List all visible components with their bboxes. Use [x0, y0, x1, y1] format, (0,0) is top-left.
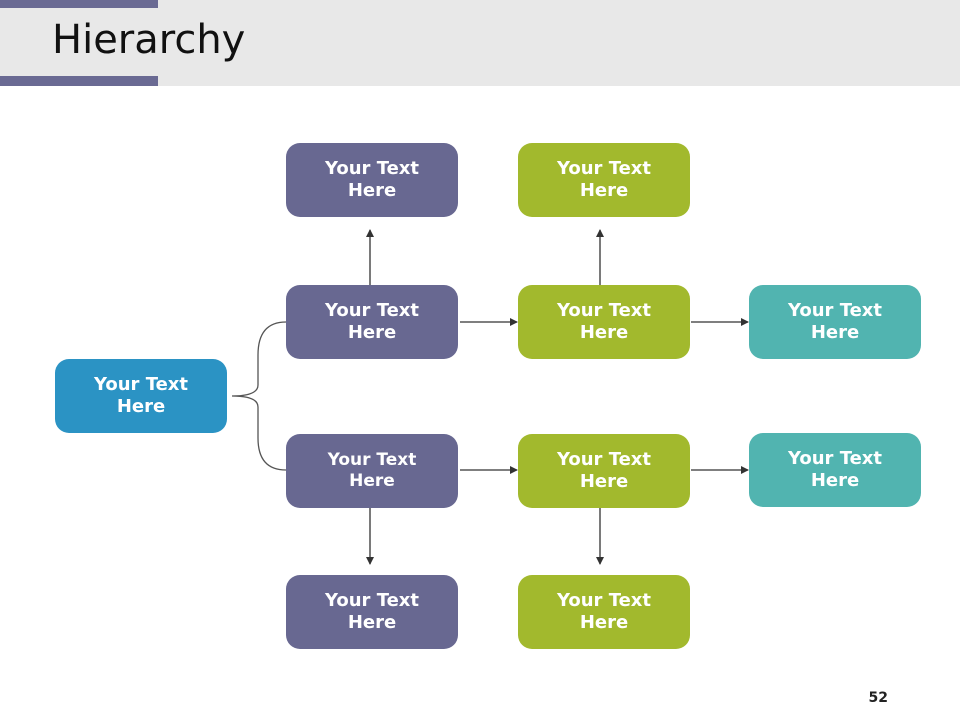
title-band — [0, 0, 960, 86]
node-purple-bottom-label: Your Text Here — [324, 590, 420, 633]
node-green-upper-label: Your Text Here — [556, 300, 652, 343]
page-number: 52 — [868, 690, 888, 706]
node-purple-upper-label: Your Text Here — [324, 300, 420, 343]
node-teal-lower-label: Your Text Here — [787, 448, 883, 491]
node-teal-lower[interactable]: Your Text Here — [749, 433, 921, 507]
node-green-top-label: Your Text Here — [556, 158, 652, 201]
node-green-lower-label: Your Text Here — [556, 449, 652, 492]
node-root-label: Your Text Here — [93, 374, 189, 417]
node-green-top[interactable]: Your Text Here — [518, 143, 690, 217]
node-teal-upper-label: Your Text Here — [787, 300, 883, 343]
node-purple-top[interactable]: Your Text Here — [286, 143, 458, 217]
node-purple-lower-label: Your Text Here — [327, 450, 417, 491]
node-purple-bottom[interactable]: Your Text Here — [286, 575, 458, 649]
title-accent-bottom — [0, 76, 158, 86]
root-bracket-connector — [231, 321, 287, 471]
title-accent-top — [0, 0, 158, 8]
node-green-upper[interactable]: Your Text Here — [518, 285, 690, 359]
node-green-lower[interactable]: Your Text Here — [518, 434, 690, 508]
node-purple-top-label: Your Text Here — [324, 158, 420, 201]
node-green-bottom-label: Your Text Here — [556, 590, 652, 633]
node-purple-lower[interactable]: Your Text Here — [286, 434, 458, 508]
node-teal-upper[interactable]: Your Text Here — [749, 285, 921, 359]
slide-title: Hierarchy — [52, 17, 246, 63]
node-green-bottom[interactable]: Your Text Here — [518, 575, 690, 649]
node-purple-upper[interactable]: Your Text Here — [286, 285, 458, 359]
node-root[interactable]: Your Text Here — [55, 359, 227, 433]
